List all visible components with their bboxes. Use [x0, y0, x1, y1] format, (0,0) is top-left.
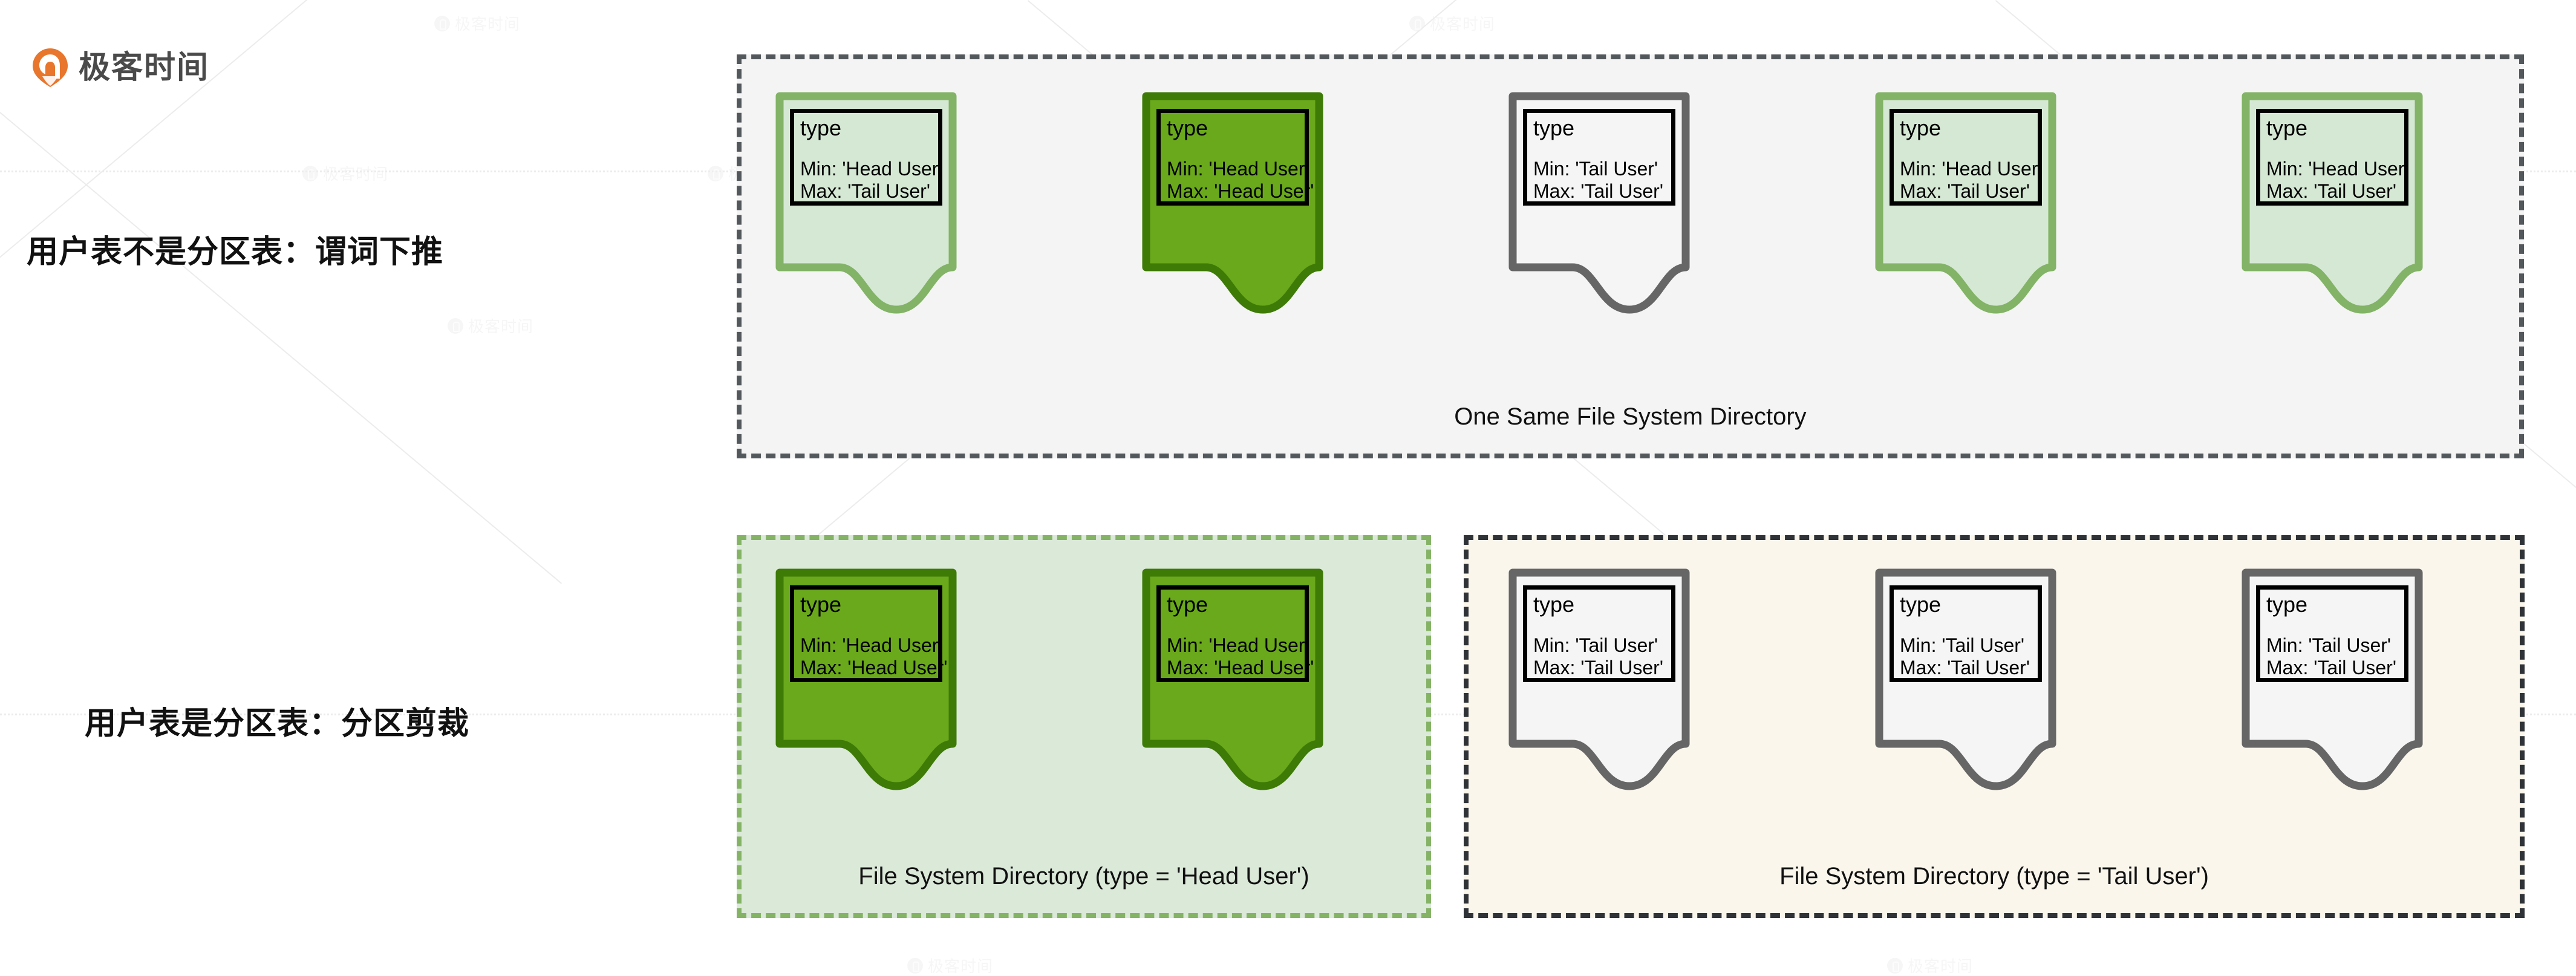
watermark-mark: 极客时间	[907, 954, 993, 976]
file-min-value: Min: 'Tail User'	[2266, 634, 2392, 656]
watermark-mark: 极客时间	[302, 162, 388, 184]
file-metadata-box: type Min: 'Head User' Max: 'Tail User'	[1890, 109, 2042, 206]
directory-caption: File System Directory (type = 'Tail User…	[1779, 863, 2209, 890]
geektime-logo-icon	[708, 165, 723, 181]
file-node[interactable]: type Min: 'Head User' Max: 'Head User'	[1142, 92, 1323, 334]
file-min-value: Min: 'Tail User'	[1533, 157, 1658, 180]
row-label-partition-pruning: 用户表是分区表：分区剪裁	[85, 706, 470, 741]
file-field-name: type	[1900, 115, 1942, 140]
file-metadata-box: type Min: 'Tail User' Max: 'Tail User'	[1523, 585, 1675, 682]
file-max-value: Max: 'Tail User'	[2266, 180, 2396, 202]
watermark-text: 极客时间	[468, 317, 534, 336]
directory-caption: One Same File System Directory	[1454, 403, 1807, 430]
file-field-name: type	[2266, 115, 2308, 140]
file-max-value: Max: 'Tail User'	[1533, 656, 1663, 678]
file-field-name: type	[1533, 592, 1575, 617]
geektime-logo-icon	[448, 317, 463, 334]
file-field-name: type	[2266, 592, 2308, 617]
file-min-value: Min: 'Head User'	[1167, 157, 1309, 180]
watermark-mark: 极客时间	[448, 314, 533, 337]
file-metadata-box: type Min: 'Tail User' Max: 'Tail User'	[1523, 109, 1675, 206]
file-metadata-box: type Min: 'Head User' Max: 'Head User'	[1156, 109, 1314, 206]
file-max-value: Max: 'Tail User'	[1900, 656, 2030, 678]
file-max-value: Max: 'Tail User'	[2266, 656, 2396, 678]
file-node[interactable]: type Min: 'Head User' Max: 'Head User'	[775, 568, 957, 810]
geektime-logo-icon	[1409, 15, 1425, 31]
watermark-text: 极客时间	[1430, 15, 1496, 33]
file-node[interactable]: type Min: 'Tail User' Max: 'Tail User'	[2242, 568, 2423, 810]
watermark-text: 极客时间	[323, 165, 389, 183]
watermark-mark: 极客时间	[434, 12, 520, 34]
file-metadata-box: type Min: 'Head User' Max: 'Head User'	[790, 585, 948, 682]
file-field-name: type	[800, 592, 842, 617]
file-min-value: Min: 'Tail User'	[1900, 634, 2025, 656]
watermark-text: 极客时间	[455, 15, 521, 33]
file-max-value: Max: 'Tail User'	[1900, 180, 2030, 202]
file-min-value: Min: 'Tail User'	[1533, 634, 1658, 656]
watermark-text: 极客时间	[928, 957, 994, 975]
file-node[interactable]: type Min: 'Head User' Max: 'Tail User'	[775, 92, 957, 334]
file-max-value: Max: 'Head User'	[800, 656, 948, 678]
file-metadata-box: type Min: 'Head User' Max: 'Tail User'	[790, 109, 942, 206]
file-field-name: type	[1533, 115, 1575, 140]
file-metadata-box: type Min: 'Tail User' Max: 'Tail User'	[1890, 585, 2042, 682]
geektime-logo-icon	[434, 15, 450, 31]
file-max-value: Max: 'Head User'	[1167, 180, 1314, 202]
file-max-value: Max: 'Head User'	[1167, 656, 1314, 678]
file-node[interactable]: type Min: 'Head User' Max: 'Head User'	[1142, 568, 1323, 810]
file-min-value: Min: 'Head User'	[800, 157, 942, 180]
file-node[interactable]: type Min: 'Tail User' Max: 'Tail User'	[1508, 92, 1690, 334]
file-node[interactable]: type Min: 'Head User' Max: 'Tail User'	[1875, 92, 2056, 334]
file-metadata-box: type Min: 'Tail User' Max: 'Tail User'	[2256, 585, 2408, 682]
file-field-name: type	[1900, 592, 1942, 617]
geektime-logo-icon	[907, 957, 923, 974]
file-max-value: Max: 'Tail User'	[800, 180, 930, 202]
file-metadata-box: type Min: 'Head User' Max: 'Tail User'	[2256, 109, 2408, 206]
geektime-logo-icon	[1887, 957, 1903, 974]
file-min-value: Min: 'Head User'	[1900, 157, 2042, 180]
file-max-value: Max: 'Tail User'	[1533, 180, 1663, 202]
row-label-predicate-pushdown: 用户表不是分区表：谓词下推	[27, 235, 444, 270]
directory-caption: File System Directory (type = 'Head User…	[858, 863, 1309, 890]
file-field-name: type	[1167, 592, 1208, 617]
file-min-value: Min: 'Head User'	[1167, 634, 1309, 656]
file-node[interactable]: type Min: 'Tail User' Max: 'Tail User'	[1508, 568, 1690, 810]
file-min-value: Min: 'Head User'	[800, 634, 942, 656]
brand-name: 极客时间	[79, 50, 210, 85]
file-node[interactable]: type Min: 'Head User' Max: 'Tail User'	[2242, 92, 2423, 334]
file-field-name: type	[1167, 115, 1208, 140]
file-field-name: type	[800, 115, 842, 140]
geektime-logo-icon	[302, 165, 318, 181]
brand-logo: 极客时间	[31, 47, 209, 88]
file-node[interactable]: type Min: 'Tail User' Max: 'Tail User'	[1875, 568, 2056, 810]
file-min-value: Min: 'Head User'	[2266, 157, 2408, 180]
geektime-logo-icon	[31, 47, 69, 88]
watermark-mark: 极客时间	[1409, 12, 1495, 34]
watermark-mark: 极客时间	[1887, 954, 1973, 976]
file-metadata-box: type Min: 'Head User' Max: 'Head User'	[1156, 585, 1314, 682]
watermark-text: 极客时间	[1908, 957, 1974, 975]
